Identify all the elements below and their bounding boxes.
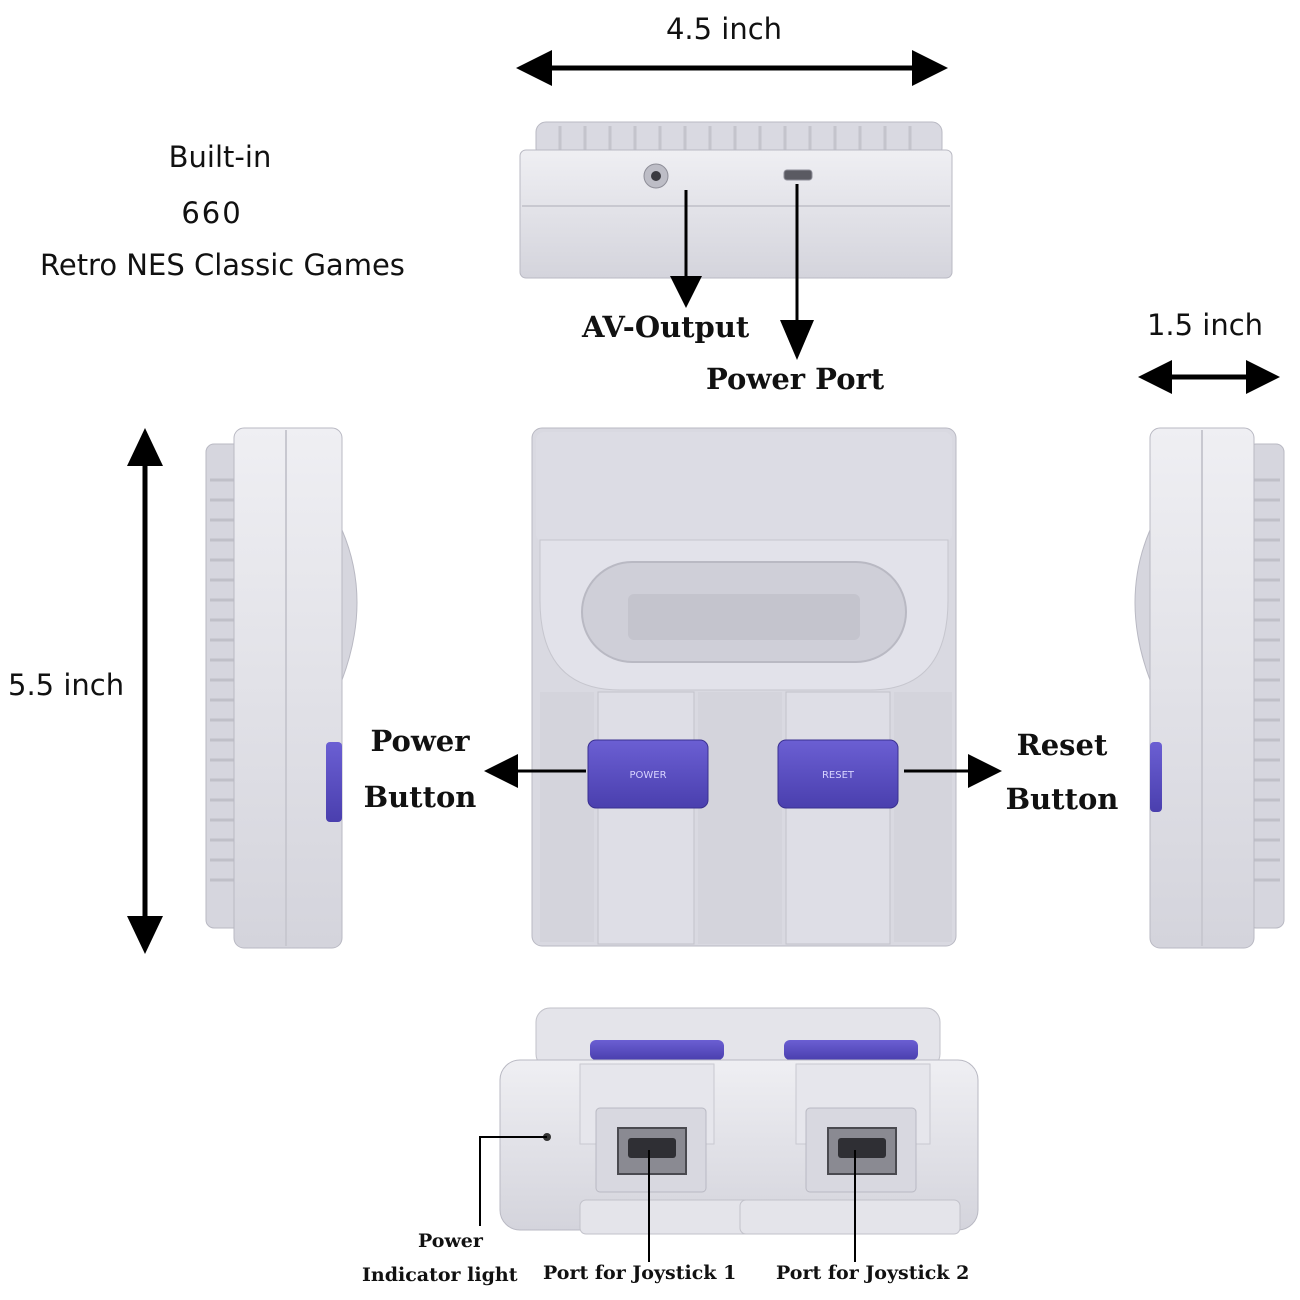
- console-back-view: [519, 121, 953, 279]
- promo-game-count: 660: [181, 196, 243, 230]
- power-indicator-label-line1: Power: [418, 1230, 483, 1252]
- callout-arrows: [479, 184, 1002, 1262]
- reset-button-label-line1: Reset: [1016, 728, 1108, 762]
- reset-switch-label: RESET: [822, 770, 855, 781]
- depth-dimension-label: 1.5 inch: [1146, 308, 1264, 342]
- power-port-label: Power Port: [706, 362, 885, 396]
- console-left-side-view: [205, 427, 358, 949]
- height-dimension-label: 5.5 inch: [8, 668, 125, 702]
- promo-built-in: Built-in: [168, 140, 272, 174]
- power-button-label-line1: Power: [370, 724, 470, 758]
- promo-games-title: Retro NES Classic Games: [40, 248, 405, 282]
- power-button-label-line2: Button: [363, 780, 477, 814]
- reset-button-label-line2: Button: [1005, 782, 1119, 816]
- power-switch-label: POWER: [629, 770, 666, 781]
- av-output-label: AV-Output: [582, 310, 750, 344]
- dimension-arrows: [127, 50, 1280, 954]
- console-top-view: [531, 427, 957, 947]
- joystick-port-2-label: Port for Joystick 2: [776, 1262, 970, 1284]
- joystick-port-1-label: Port for Joystick 1: [543, 1262, 737, 1284]
- power-indicator-label-line2: Indicator light: [362, 1264, 518, 1286]
- width-dimension-label: 4.5 inch: [665, 12, 783, 46]
- console-right-side-view: [1134, 427, 1285, 949]
- console-front-view: [499, 1007, 979, 1235]
